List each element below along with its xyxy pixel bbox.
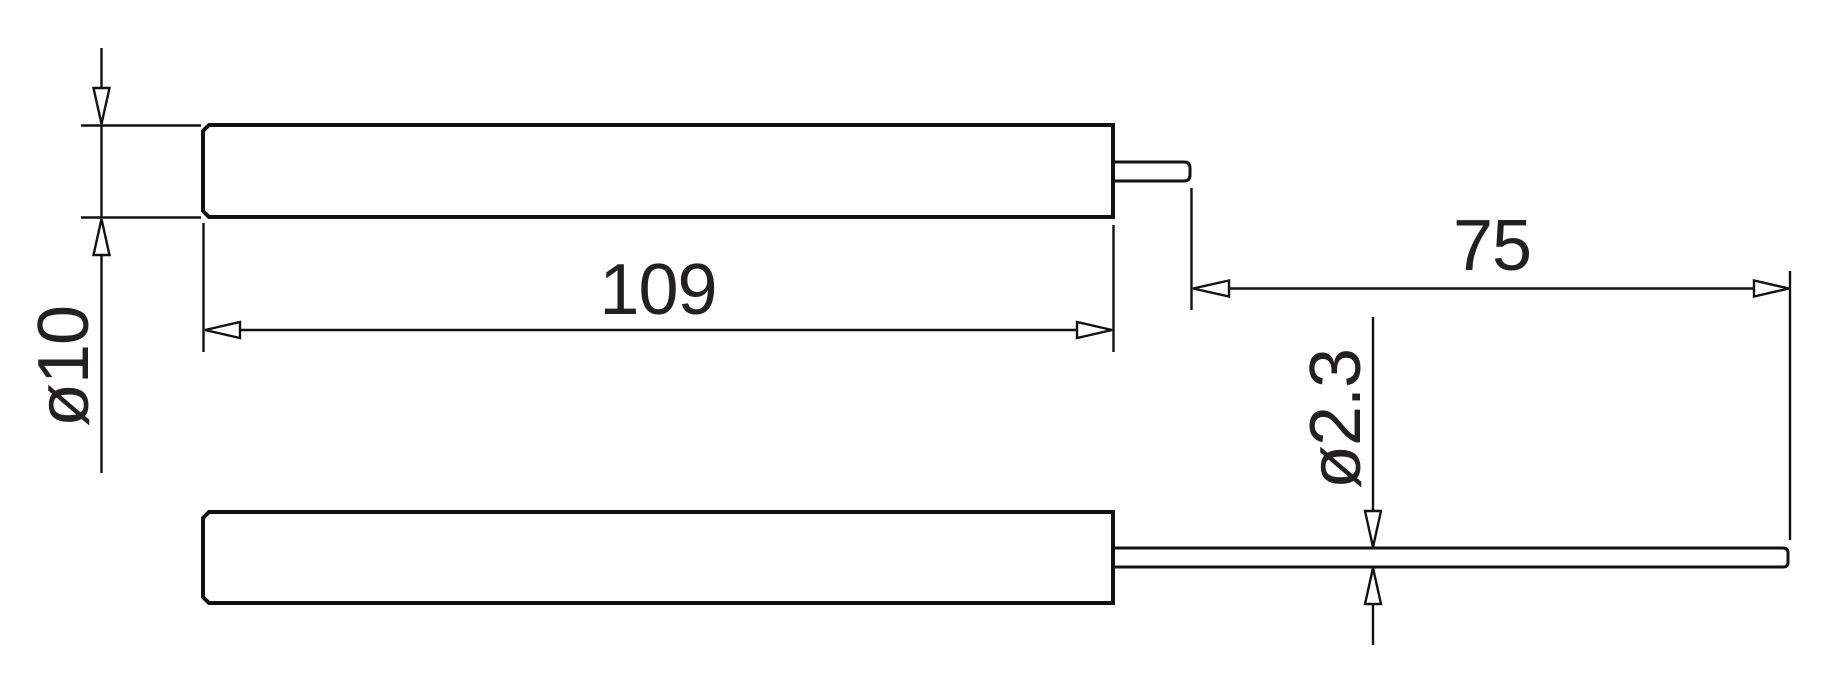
top-view [201,123,1192,219]
dimension-rod-length: 75 [1190,188,1792,540]
bottom-view [201,510,1790,605]
probe-body-bottom-view-outline [201,510,1115,605]
arrowhead-up [1363,567,1383,606]
dimension-body-diameter: ø10 [24,48,201,473]
dimension-value: 2.3 [1296,349,1376,446]
dimension-label-rod-diameter: ø2.3 [1296,349,1376,489]
arrowhead-down [1363,509,1383,548]
probe-body-top-view-outline [201,123,1115,219]
terminal-stub-outline [1113,160,1192,183]
dimension-label-rod-length: 75 [1453,206,1531,286]
diameter-symbol: ø [24,384,104,427]
diameter-symbol: ø [1296,446,1376,489]
dimension-label-body-diameter: ø10 [24,306,104,427]
arrowhead-right [1752,278,1790,299]
dimension-label-body-length: 109 [599,250,716,330]
arrowhead-left [1192,279,1231,298]
dimension-value: 10 [24,306,104,384]
arrowhead-up [92,218,111,257]
arrowhead-down [92,86,111,125]
probe-rod-outline [1113,546,1790,569]
dimension-rod-diameter: ø2.3 [1296,317,1383,645]
arrowhead-right [1075,320,1113,340]
dimension-body-length: 109 [202,223,1115,352]
arrowhead-left [204,320,242,340]
